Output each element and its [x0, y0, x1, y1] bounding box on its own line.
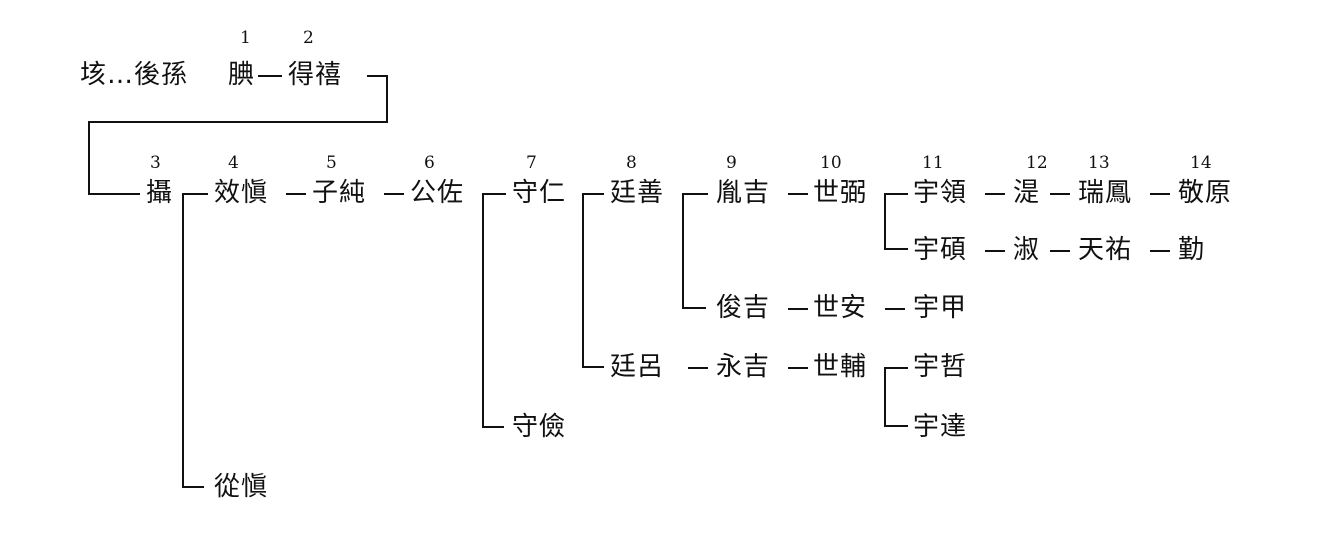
- generation-number-13: 13: [1088, 153, 1110, 173]
- person-gen7: 守仁: [512, 178, 567, 208]
- connector-line: [1150, 193, 1170, 195]
- generation-number-10: 10: [820, 153, 842, 173]
- generation-number-8: 8: [626, 153, 637, 173]
- connector-line: [1050, 250, 1070, 252]
- connector-line: [286, 193, 306, 195]
- connector-line: [788, 193, 808, 195]
- connector-line: [582, 193, 584, 368]
- connector-line: [688, 367, 708, 369]
- connector-line: [182, 486, 204, 488]
- person-gen14b: 勤: [1178, 235, 1206, 265]
- person-gen11d: 宇哲: [913, 352, 968, 382]
- person-gen10c: 世輔: [813, 352, 868, 382]
- generation-number-12: 12: [1026, 153, 1048, 173]
- person-gen5: 子純: [312, 178, 367, 208]
- connector-line: [1150, 250, 1170, 252]
- person-gen8: 廷善: [610, 178, 665, 208]
- connector-line: [88, 121, 90, 194]
- person-gen2: 得禧: [288, 60, 343, 90]
- person-gen8b: 廷呂: [610, 352, 665, 382]
- generation-number-3: 3: [150, 153, 161, 173]
- connector-line: [482, 193, 484, 428]
- ancestor-prefix: 垓…後孫: [80, 60, 189, 90]
- connector-line: [884, 367, 908, 369]
- generation-number-6: 6: [424, 153, 435, 173]
- generation-number-5: 5: [326, 153, 337, 173]
- connector-line: [384, 193, 404, 195]
- generation-number-7: 7: [526, 153, 537, 173]
- generation-number-4: 4: [228, 153, 239, 173]
- person-gen4: 效愼: [214, 178, 269, 208]
- connector-line: [884, 193, 908, 195]
- person-gen13b: 天祐: [1078, 235, 1133, 265]
- generation-number-1: 1: [240, 28, 251, 48]
- connector-line: [682, 193, 708, 195]
- person-gen12: 湜: [1013, 178, 1041, 208]
- person-gen6: 公佐: [410, 178, 465, 208]
- connector-line: [884, 248, 908, 250]
- person-gen11b: 宇碩: [913, 235, 968, 265]
- person-gen11c: 宇甲: [913, 293, 968, 323]
- connector-line: [482, 426, 504, 428]
- person-gen9b: 俊吉: [716, 293, 771, 323]
- connector-line: [182, 193, 184, 488]
- connector-line: [788, 367, 808, 369]
- person-gen7b: 守儉: [512, 412, 567, 442]
- person-gen14: 敬原: [1178, 178, 1233, 208]
- person-gen10b: 世安: [813, 293, 868, 323]
- person-gen3: 攝: [146, 178, 174, 208]
- connector-line: [88, 121, 388, 123]
- connector-line: [88, 193, 140, 195]
- connector-line: [386, 75, 388, 123]
- connector-line: [582, 193, 604, 195]
- connector-line: [884, 367, 886, 427]
- person-gen11: 宇領: [913, 178, 968, 208]
- connector-line: [582, 366, 604, 368]
- connector-line: [1050, 193, 1070, 195]
- connector-line: [682, 193, 684, 309]
- generation-number-14: 14: [1190, 153, 1212, 173]
- person-gen13: 瑞鳳: [1078, 178, 1133, 208]
- connector-line: [682, 307, 706, 309]
- person-gen9: 胤吉: [716, 178, 771, 208]
- connector-line: [367, 75, 387, 77]
- generation-number-11: 11: [922, 153, 944, 173]
- person-gen10: 世弼: [813, 178, 868, 208]
- person-gen4b: 從愼: [214, 472, 269, 502]
- generation-number-2: 2: [303, 28, 314, 48]
- connector-line: [985, 193, 1005, 195]
- connector-line: [884, 425, 908, 427]
- person-gen1: 腆: [228, 60, 256, 90]
- connector-line: [788, 308, 808, 310]
- connector-line: [885, 308, 905, 310]
- connector-line: [884, 193, 886, 250]
- person-gen12b: 淑: [1013, 235, 1041, 265]
- person-gen9c: 永吉: [716, 352, 771, 382]
- connector-line: [258, 75, 282, 77]
- person-gen11e: 宇達: [913, 412, 968, 442]
- connector-line: [182, 193, 208, 195]
- connector-line: [985, 250, 1005, 252]
- connector-line: [482, 193, 506, 195]
- generation-number-9: 9: [726, 153, 737, 173]
